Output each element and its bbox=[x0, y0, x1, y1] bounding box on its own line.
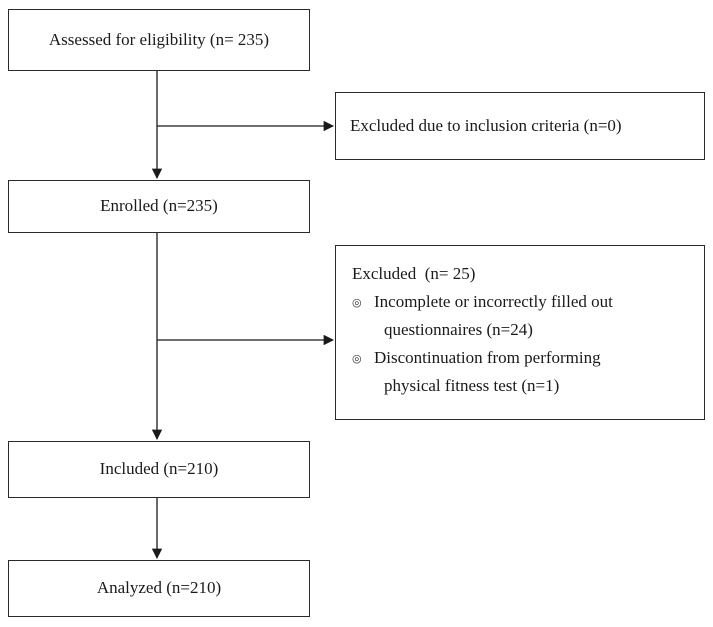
assessed-label: Assessed for eligibility (n= 235) bbox=[48, 29, 270, 49]
excluded-item-line1: Discontinuation from performing bbox=[374, 348, 601, 368]
excluded-item-line1: Incomplete or incorrectly filled out bbox=[374, 292, 613, 312]
excluded-inclusion-label: Excluded due to inclusion criteria (n=0) bbox=[350, 115, 622, 135]
included-box: Included (n=210) bbox=[8, 441, 310, 498]
assessed-box: Assessed for eligibility (n= 235) bbox=[8, 9, 310, 71]
analyzed-box: Analyzed (n=210) bbox=[8, 560, 310, 617]
excluded-inclusion-box: Excluded due to inclusion criteria (n=0) bbox=[335, 92, 705, 160]
excluded-title: Excluded (n= 25) bbox=[352, 264, 476, 283]
excluded-item: ◎ Incomplete or incorrectly filled out q… bbox=[352, 292, 704, 340]
excluded-item-text: Incomplete or incorrectly filled out que… bbox=[370, 292, 688, 340]
enrolled-box: Enrolled (n=235) bbox=[8, 180, 310, 233]
enrolled-label: Enrolled (n=235) bbox=[100, 196, 218, 216]
included-label: Included (n=210) bbox=[99, 459, 219, 479]
analyzed-label: Analyzed (n=210) bbox=[96, 578, 222, 598]
excluded-item: ◎ Discontinuation from performing physic… bbox=[352, 348, 704, 396]
excluded-item-line2: physical fitness test (n=1) bbox=[384, 375, 560, 395]
excluded-item-line2: questionnaires (n=24) bbox=[384, 319, 533, 339]
excluded-box: Excluded (n= 25) ◎ Incomplete or incorre… bbox=[335, 245, 705, 420]
circle-bullet-icon: ◎ bbox=[352, 297, 362, 310]
circle-bullet-icon: ◎ bbox=[352, 353, 362, 366]
excluded-item-text: Discontinuation from performing physical… bbox=[370, 348, 688, 396]
